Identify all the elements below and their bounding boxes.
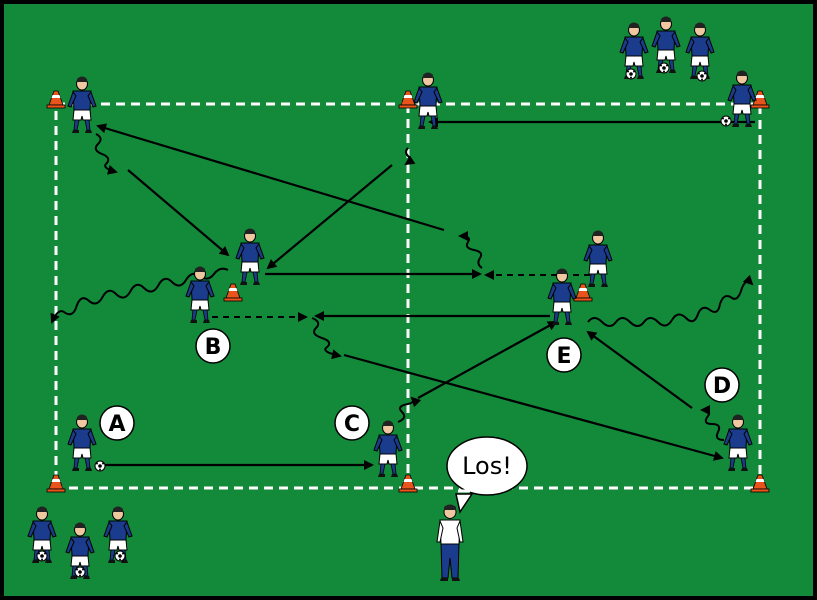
pass-arrow bbox=[586, 330, 693, 409]
pass-arrow bbox=[266, 164, 393, 270]
position-label-d: D bbox=[704, 367, 740, 403]
dribble-arrow bbox=[458, 231, 483, 269]
dribble-arrow bbox=[587, 274, 754, 327]
coach-speech-text: Los! bbox=[462, 452, 512, 480]
position-label-a-text: A bbox=[108, 412, 125, 437]
ball-icon bbox=[114, 550, 126, 562]
position-label-c-text: C bbox=[344, 412, 360, 437]
ball-icon bbox=[658, 62, 670, 74]
pass-arrow bbox=[343, 353, 724, 461]
pass-arrow bbox=[96, 123, 445, 232]
dribble-arrow bbox=[700, 405, 725, 441]
position-label-b: B bbox=[195, 328, 231, 364]
dribble-arrow bbox=[397, 396, 422, 423]
position-label-b-text: B bbox=[205, 335, 222, 360]
position-label-d-text: D bbox=[713, 374, 731, 399]
pass-arrow bbox=[127, 169, 230, 257]
ball-icon bbox=[696, 70, 708, 82]
ball-icon bbox=[720, 115, 732, 127]
ball-icon bbox=[74, 566, 86, 578]
position-label-e: E bbox=[546, 337, 582, 373]
dribble-arrow bbox=[311, 317, 342, 360]
coach-speech-bubble: Los! bbox=[446, 436, 528, 514]
pass-arrows bbox=[96, 117, 755, 470]
run-arrows bbox=[212, 270, 590, 322]
position-label-c: C bbox=[334, 405, 370, 441]
position-label-e-text: E bbox=[556, 344, 571, 369]
dribble-arrow bbox=[404, 147, 416, 166]
dribble-arrow bbox=[94, 133, 118, 175]
ball-icon bbox=[94, 460, 106, 472]
pass-arrow bbox=[417, 321, 558, 399]
ball-icon bbox=[36, 550, 48, 562]
ball-icon bbox=[625, 68, 637, 80]
position-label-a: A bbox=[99, 405, 135, 441]
